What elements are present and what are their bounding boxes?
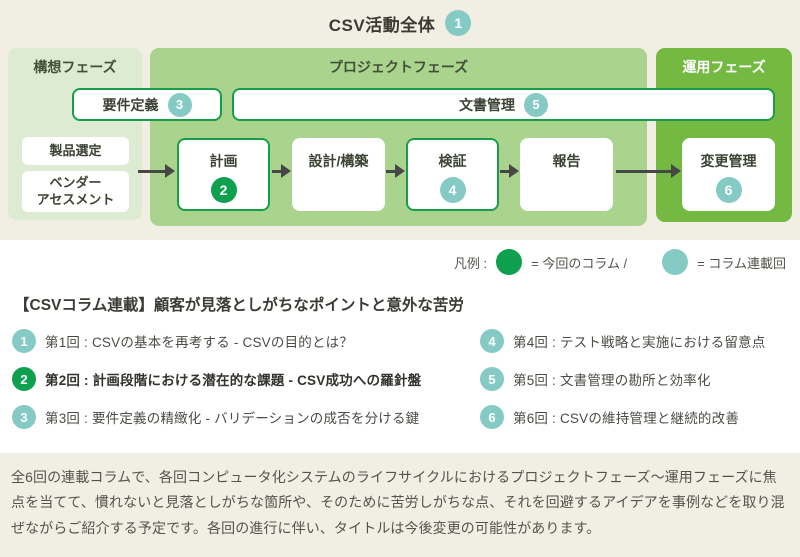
legend-current-dot-icon (496, 249, 523, 275)
legend-series-label: = コラム連載回 (697, 255, 786, 271)
series-badge-6: 6 (715, 177, 742, 203)
series-heading: 【CSVコラム連載】顧客が見落としがちなポイントと意外な苦労 (14, 297, 464, 314)
box-design-build: 設計/構築 (292, 138, 385, 211)
phase-concept-label: 構想フェーズ (33, 59, 117, 75)
footer-section: 全6回の連載コラムで、各回コンピュータ化システムのライフサイクルにおけるプロジェ… (0, 453, 800, 557)
arrow-verification-to-report-icon (500, 164, 519, 178)
series-badge-5: 5 (480, 367, 504, 391)
list-item-5: 5 第5回 : 文書管理の勘所と効率化 (480, 367, 794, 391)
current-badge-2: 2 (210, 177, 237, 203)
list-item-4: 4 第4回 : テスト戦略と実施における留意点 (480, 329, 794, 353)
list-item-1: 1 第1回 : CSVの基本を再考する - CSVの目的とは？ (12, 329, 480, 353)
box-vendor-assessment: ベンダー アセスメント (22, 171, 129, 212)
arrow-report-to-change-icon (616, 164, 681, 178)
list-item-4-text: 第4回 : テスト戦略と実施における留意点 (513, 335, 766, 350)
current-badge-2: 2 (12, 367, 36, 391)
legend: 凡例 : = 今回のコラム / = コラム連載回 (0, 248, 800, 276)
box-document-management: 文書管理 5 (232, 88, 775, 121)
box-report-label: 報告 (552, 153, 581, 169)
series-badge-1: 1 (12, 329, 36, 353)
arrow-plan-to-design-icon (272, 164, 291, 178)
phase-project-label: プロジェクトフェーズ (328, 59, 469, 75)
box-requirements-label: 要件定義 (102, 96, 159, 113)
series-section: 凡例 : = 今回のコラム / = コラム連載回 【CSVコラム連載】顧客が見落… (0, 240, 800, 453)
list-item-6: 6 第6回 : CSVの維持管理と継続的改善 (480, 405, 794, 429)
box-verification: 検証 4 (406, 138, 499, 211)
lifecycle-diagram: 構想フェーズ プロジェクトフェーズ 運用フェーズ 要件定義 3 文書管理 5 製… (0, 0, 800, 240)
box-product-selection: 製品選定 (22, 137, 129, 165)
arrow-to-plan-icon (138, 164, 175, 178)
series-badge-4: 4 (439, 177, 466, 203)
legend-label: 凡例 : (453, 255, 488, 271)
box-report: 報告 (520, 138, 613, 211)
box-verification-label: 検証 (438, 153, 467, 169)
list-item-2: 2 第2回 : 計画段階における潜在的な課題 - CSV成功への羅針盤 (12, 367, 480, 391)
series-badge-4: 4 (480, 329, 504, 353)
list-item-3: 3 第3回 : 要件定義の精緻化 - バリデーションの成否を分ける鍵 (12, 405, 480, 429)
series-badge-1: 1 (445, 10, 472, 36)
list-item-5-text: 第5回 : 文書管理の勘所と効率化 (513, 373, 711, 388)
list-item-2-text: 第2回 : 計画段階における潜在的な課題 - CSV成功への羅針盤 (45, 373, 422, 388)
box-requirements: 要件定義 3 (72, 88, 222, 121)
box-change-management-label: 変更管理 (700, 153, 757, 169)
diagram-title: CSV活動全体 (328, 15, 436, 35)
series-badge-3: 3 (167, 92, 192, 117)
box-plan: 計画 2 (177, 138, 270, 211)
series-badge-6: 6 (480, 405, 504, 429)
legend-current-label: = 今回のコラム / (531, 255, 628, 271)
list-item-1-text: 第1回 : CSVの基本を再考する - CSVの目的とは？ (45, 335, 354, 350)
series-badge-5: 5 (524, 92, 548, 117)
diagram-section: CSV活動全体 1 構想フェーズ プロジェクトフェーズ 運用フェーズ 要件定義 … (0, 0, 800, 240)
phase-operation-label: 運用フェーズ (682, 59, 766, 75)
box-document-management-label: 文書管理 (459, 96, 515, 113)
list-item-3-text: 第3回 : 要件定義の精緻化 - バリデーションの成否を分ける鍵 (45, 411, 420, 426)
footer-description: 全6回の連載コラムで、各回コンピュータ化システムのライフサイクルにおけるプロジェ… (11, 469, 785, 536)
box-plan-label: 計画 (209, 153, 238, 169)
arrow-design-to-verification-icon (386, 164, 405, 178)
series-badge-3: 3 (12, 405, 36, 429)
list-item-6-text: 第6回 : CSVの維持管理と継続的改善 (513, 411, 740, 426)
series-list: 1 第1回 : CSVの基本を再考する - CSVの目的とは？ 2 第2回 : … (12, 329, 794, 429)
legend-series-dot-icon (662, 249, 689, 275)
box-design-build-label: 設計/構築 (308, 153, 369, 169)
box-change-management: 変更管理 6 (682, 138, 775, 211)
diagram-title-row: CSV活動全体 1 (0, 10, 800, 36)
